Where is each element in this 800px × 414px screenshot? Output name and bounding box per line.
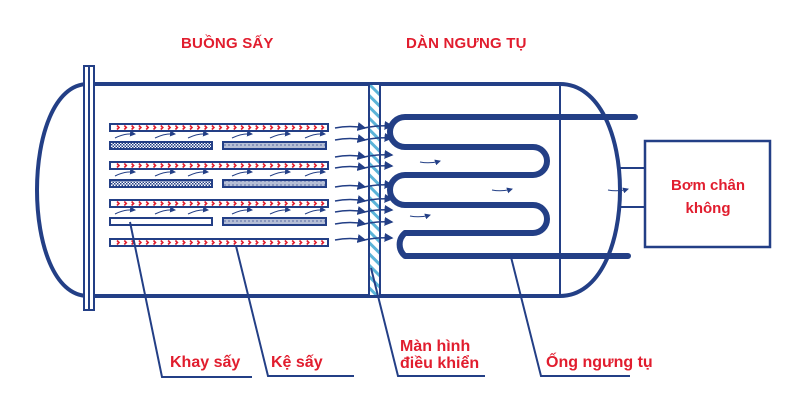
drying-tray [109, 217, 213, 226]
drying-tray [222, 217, 327, 226]
pump-pipe [618, 167, 645, 208]
airflow-arrow [334, 206, 367, 215]
airflow-arrow [304, 130, 326, 139]
airflow-arrow [363, 232, 394, 242]
airflow-arrow [269, 130, 291, 139]
leader-screen [370, 267, 485, 377]
airflow-arrow [607, 187, 629, 194]
drying-tray [109, 141, 213, 150]
vacuum-pump-label: Bơm chân không [646, 174, 770, 220]
drying-tray [109, 179, 213, 188]
heater-shelf [109, 199, 329, 208]
airflow-arrow [304, 168, 326, 177]
callout-tray: Khay sấy [170, 354, 241, 371]
airflow-arrow [363, 216, 394, 226]
airflow-arrow [187, 130, 209, 139]
callout-screen-line1: Màn hình [400, 338, 471, 355]
vessel-shell [94, 82, 622, 298]
leader-condenser-tube [510, 256, 630, 377]
airflow-arrow [231, 130, 253, 139]
callout-screen-line2: điều khiển [400, 355, 480, 372]
vessel-body [35, 82, 622, 298]
airflow-arrow [114, 130, 136, 139]
airflow-arrow [334, 195, 367, 204]
airflow-arrow [363, 149, 394, 159]
airflow-arrow [334, 122, 367, 131]
airflow-arrow [334, 234, 367, 243]
airflow-arrow [154, 168, 176, 177]
leader-shelf [235, 245, 354, 377]
airflow-arrow [419, 159, 441, 166]
airflow-arrow [187, 168, 209, 177]
vessel-left-cap [35, 82, 89, 298]
airflow-arrows [114, 120, 629, 243]
airflow-arrow [334, 134, 367, 143]
condenser-tube [387, 114, 638, 259]
callout-shelf: Kệ sấy [271, 354, 323, 371]
airflow-arrow [154, 130, 176, 139]
heater-shelf [109, 123, 329, 132]
airflow-arrow [334, 218, 367, 227]
airflow-arrow [334, 181, 367, 190]
callout-condenser-tube: Ống ngưng tụ [546, 354, 653, 371]
airflow-arrow [363, 204, 394, 214]
airflow-arrow [269, 168, 291, 177]
airflow-arrow [187, 206, 209, 215]
airflow-arrow [231, 168, 253, 177]
drying-tray [222, 141, 327, 150]
title-condenser: DÀN NGƯNG TỤ [406, 35, 527, 52]
drying-tray [222, 179, 327, 188]
airflow-arrow [114, 168, 136, 177]
airflow-arrow [154, 206, 176, 215]
callout-screen: Màn hình điều khiển [400, 338, 479, 372]
airflow-arrow [269, 206, 291, 215]
drying-racks [109, 123, 329, 247]
title-drying-chamber: BUỒNG SẤY [181, 35, 274, 52]
vacuum-pump-box [643, 139, 772, 249]
airflow-arrow [363, 160, 394, 170]
leader-lines [129, 221, 630, 378]
airflow-arrow [114, 206, 136, 215]
airflow-arrow [409, 213, 431, 220]
airflow-arrow [231, 206, 253, 215]
airflow-arrow [304, 206, 326, 215]
leader-tray [129, 221, 252, 378]
airflow-arrow [491, 187, 513, 194]
flange [83, 65, 95, 311]
airflow-arrow [334, 151, 367, 160]
control-screen [368, 83, 381, 297]
vacuum-pump-label-line1: Bơm chân [670, 177, 745, 194]
heater-shelf [109, 161, 329, 170]
vacuum-pump-label-line2: không [685, 200, 731, 217]
heater-shelf [109, 238, 329, 247]
airflow-arrow [334, 162, 367, 171]
